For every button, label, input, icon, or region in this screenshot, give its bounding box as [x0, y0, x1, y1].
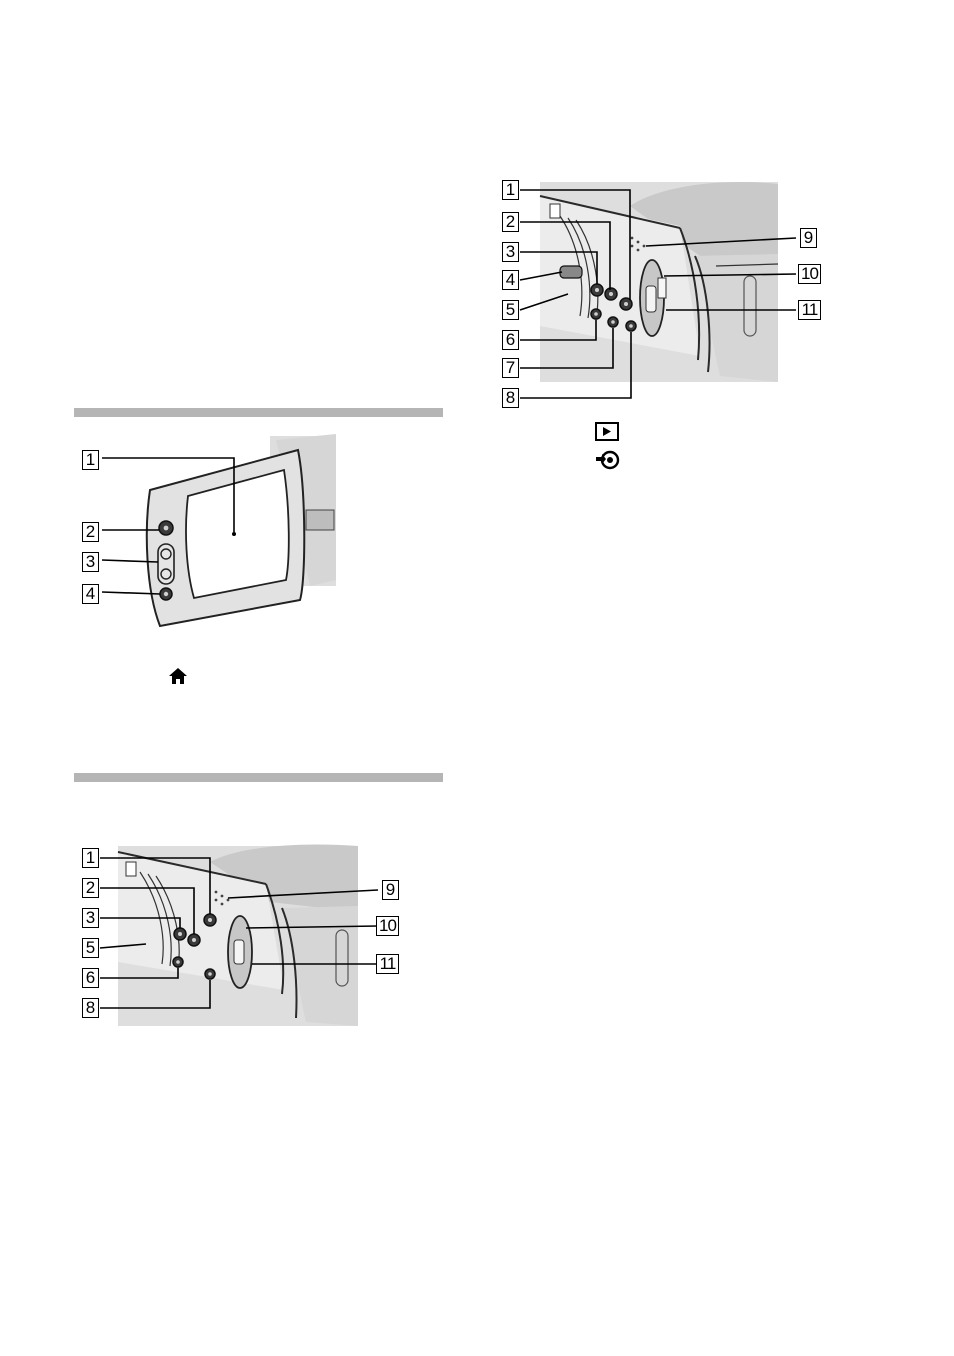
callout-10: 10 [798, 264, 821, 284]
callout-9: 9 [800, 228, 817, 248]
lcd-callout-3: 3 [82, 552, 99, 572]
callout-3: 3 [502, 242, 519, 262]
callout-8: 8 [502, 388, 519, 408]
section-divider-1 [74, 408, 443, 417]
callout-4: 4 [502, 270, 519, 290]
bottom-callout-8: 8 [82, 998, 99, 1018]
bottom-callout-1: 1 [82, 848, 99, 868]
bottom-callout-9: 9 [382, 880, 399, 900]
bottom-callout-11: 11 [376, 954, 399, 974]
lcd-callout-2: 2 [82, 522, 99, 542]
lcd-callout-4: 4 [82, 584, 99, 604]
callout-1: 1 [502, 180, 519, 200]
bottom-callout-6: 6 [82, 968, 99, 988]
callout-6: 6 [502, 330, 519, 350]
camcorder-side-panel-figure-bottom: 1 2 3 5 6 8 9 10 11 [70, 842, 410, 1032]
disc-output-icon [595, 449, 621, 471]
camcorder-side-panel-illustration-bottom [70, 842, 410, 1032]
home-icon [168, 667, 188, 685]
camcorder-side-panel-figure-top: 1 2 3 4 5 6 7 8 9 10 11 [480, 176, 840, 406]
callout-11: 11 [798, 300, 821, 320]
camcorder-side-panel-illustration [480, 176, 840, 406]
callout-7: 7 [502, 358, 519, 378]
callout-2: 2 [502, 212, 519, 232]
callout-5: 5 [502, 300, 519, 320]
play-button-icon [595, 422, 619, 441]
lcd-callout-1: 1 [82, 450, 99, 470]
bottom-callout-10: 10 [376, 916, 399, 936]
bottom-callout-3: 3 [82, 908, 99, 928]
camcorder-lcd-figure: 1 2 3 4 [70, 430, 340, 630]
bottom-callout-5: 5 [82, 938, 99, 958]
bottom-callout-2: 2 [82, 878, 99, 898]
section-divider-2 [74, 773, 443, 782]
lcd-panel-illustration [70, 430, 340, 630]
